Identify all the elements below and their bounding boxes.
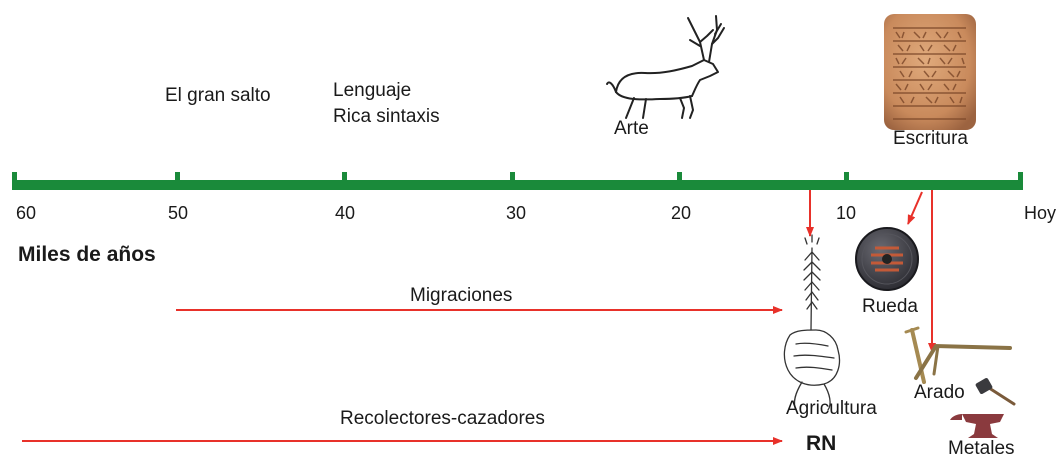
tick-label: 40 [334, 203, 356, 223]
label-metales: Metales [948, 438, 1015, 459]
tick-label: Hoy [1023, 203, 1057, 223]
hammer-icon [975, 378, 1016, 406]
anvil-icon [950, 414, 1004, 438]
tick-label: 20 [670, 203, 692, 223]
tick-label: 10 [835, 203, 857, 223]
wheat-hand-icon [783, 234, 841, 411]
event-lenguaje: Lenguaje [333, 80, 412, 101]
label-arado: Arado [914, 382, 965, 403]
label-rueda: Rueda [862, 296, 918, 317]
label-agricultura: Agricultura [786, 398, 877, 419]
event-rica-sintaxis: Rica sintaxis [333, 106, 440, 127]
axis-unit-label: Miles de años [18, 243, 156, 266]
event-arte: Arte [614, 118, 649, 139]
clay-tablet-icon [884, 14, 976, 130]
wheel-icon [855, 227, 919, 291]
label-recolectores: Recolectores-cazadores [340, 408, 545, 429]
label-rn: RN [806, 432, 837, 455]
tick-label: 60 [15, 203, 37, 223]
tick-label: 30 [505, 203, 527, 223]
rueda-pointer [907, 191, 923, 225]
event-gran-salto: El gran salto [165, 85, 271, 106]
label-migraciones: Migraciones [410, 285, 513, 306]
event-escritura: Escritura [893, 128, 968, 149]
timeline-axis [12, 172, 1023, 190]
plow-icon [904, 326, 1012, 384]
deer-painting-icon [606, 15, 725, 119]
tick-label: 50 [167, 203, 189, 223]
